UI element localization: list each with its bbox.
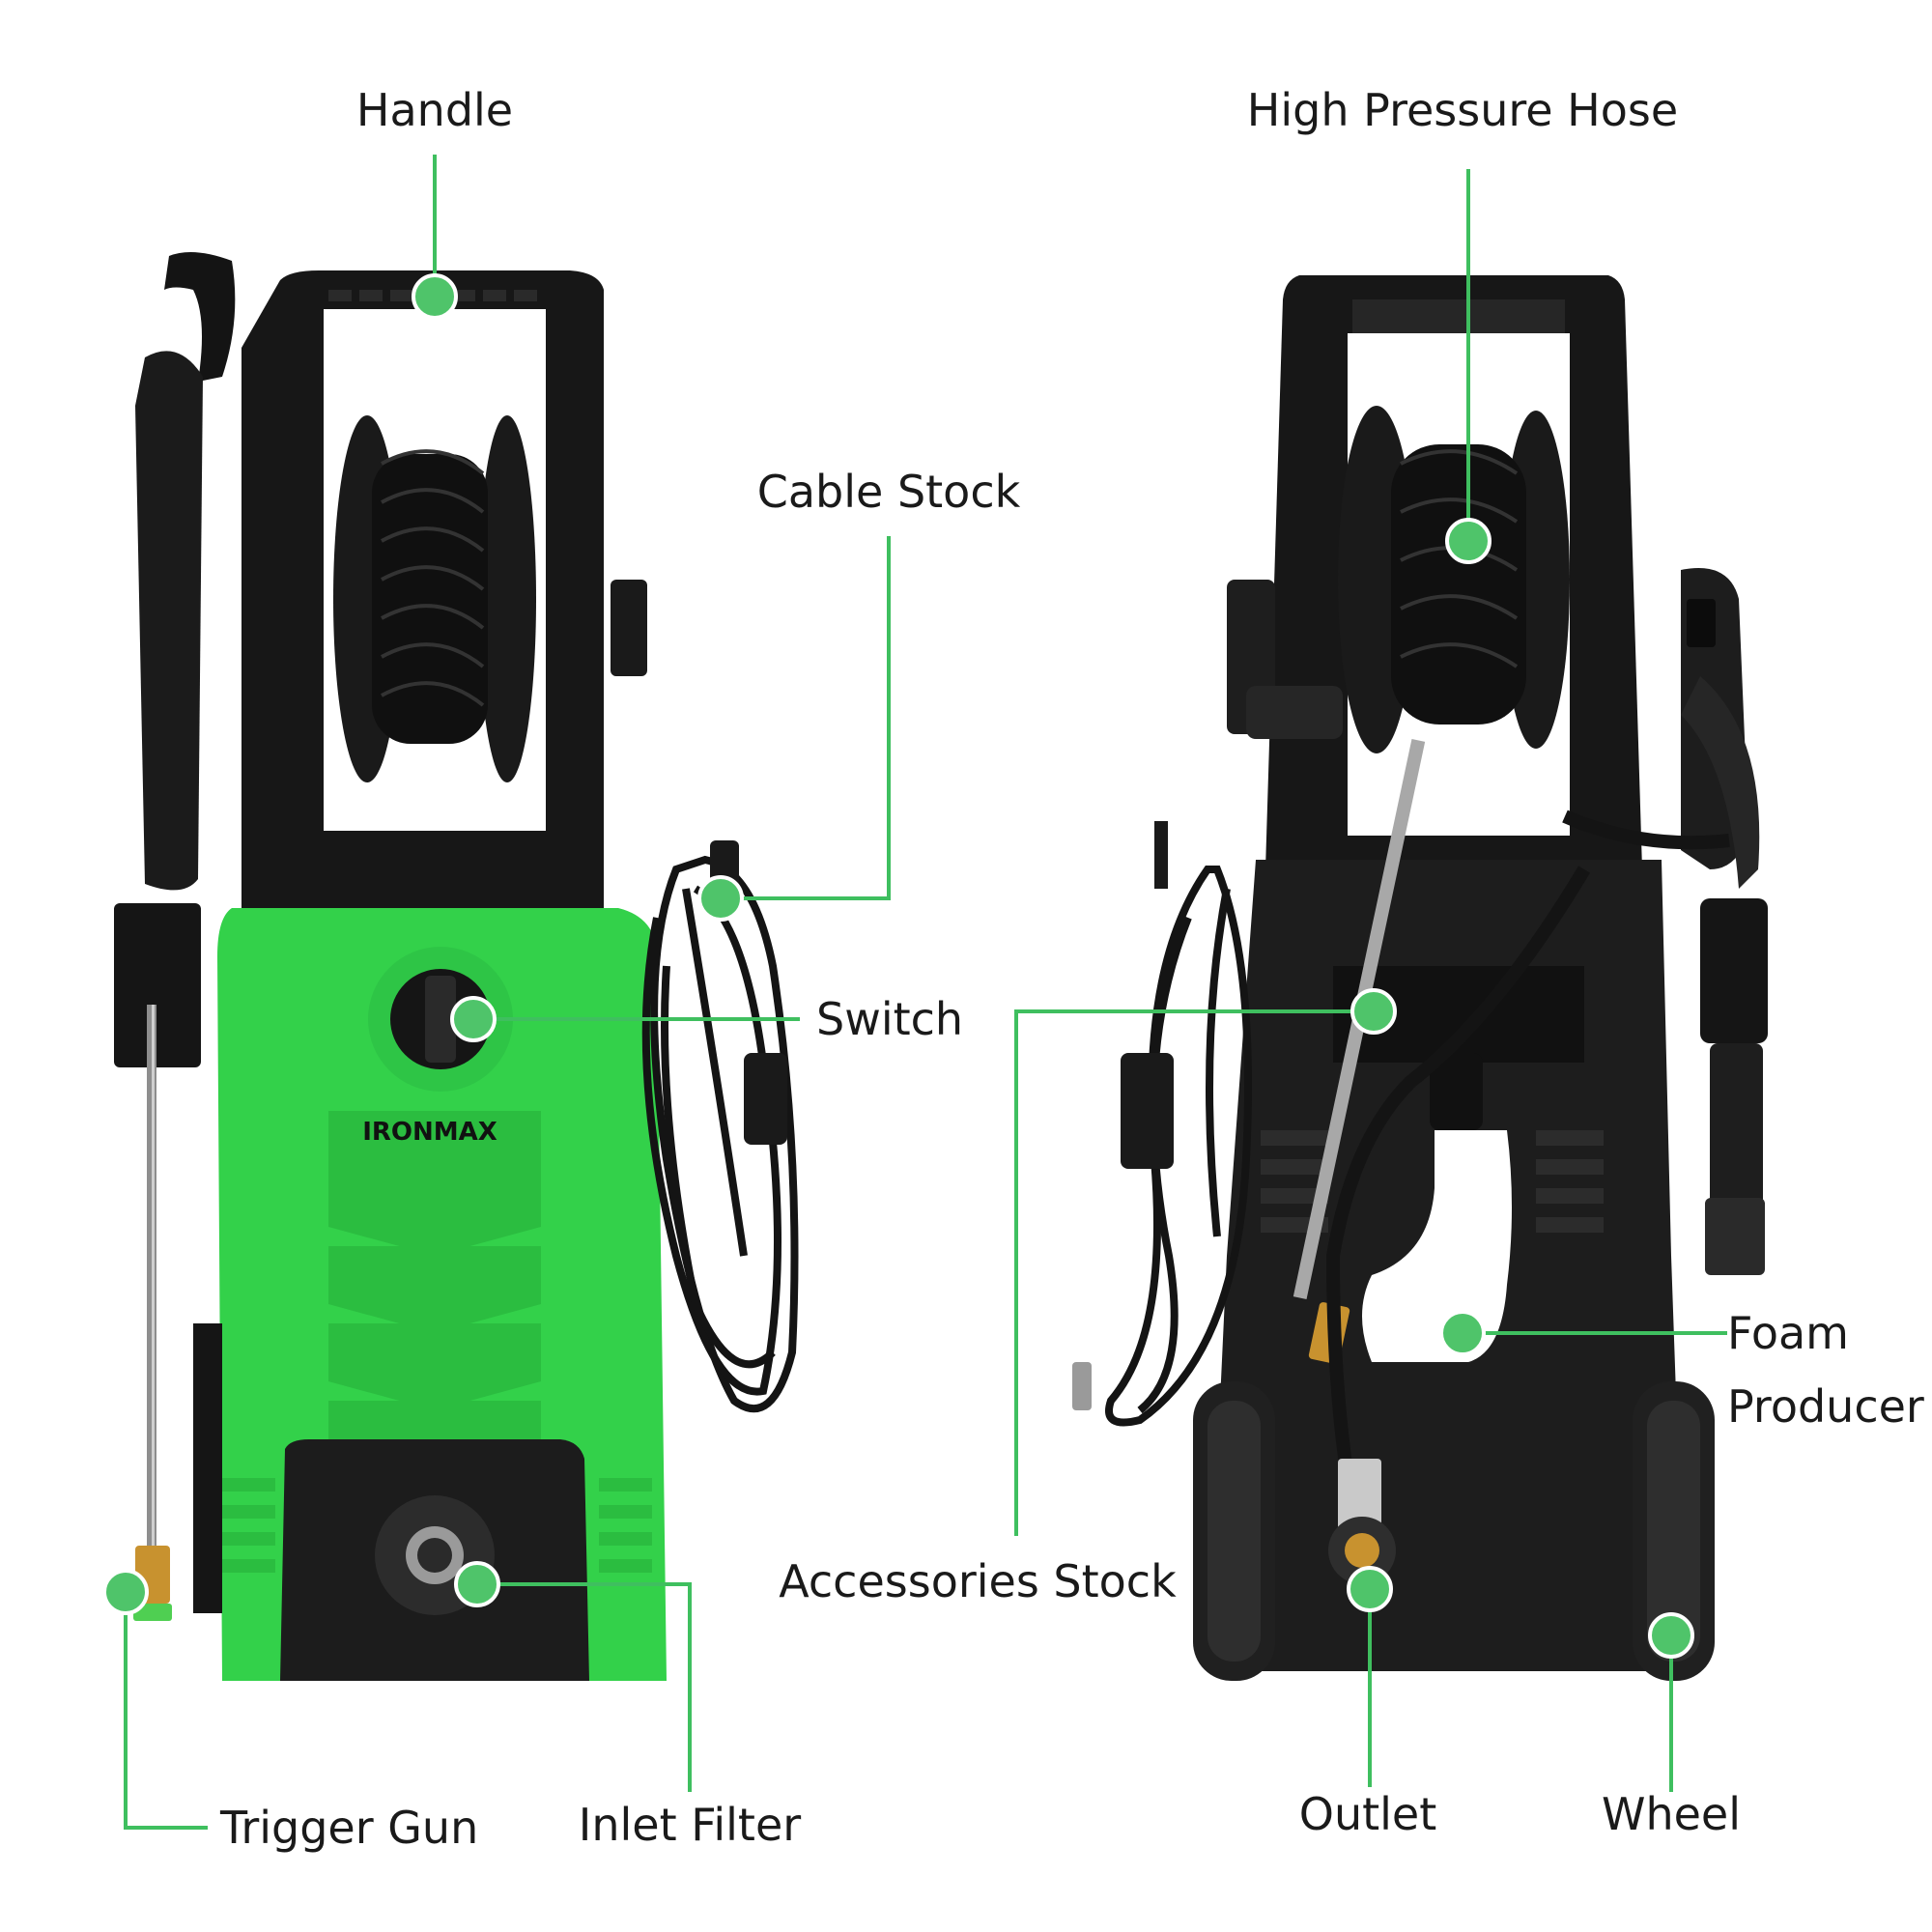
callout-dots	[102, 273, 1694, 1659]
label-outlet: Outlet	[1299, 1788, 1437, 1840]
inlet-filter-callout-dot	[454, 1561, 500, 1607]
accessories-stock-callout-dot	[1350, 988, 1397, 1035]
label-switch: Switch	[816, 993, 963, 1045]
back-wheels	[1193, 1381, 1715, 1681]
outlet-fitting	[1328, 1459, 1396, 1584]
front-hose-reel	[333, 415, 536, 782]
handle-callout-dot	[412, 273, 458, 320]
power-switch-knob	[368, 947, 513, 1092]
switch-callout-dot	[450, 996, 497, 1042]
label-accessories-stock: Accessories Stock	[779, 1555, 1177, 1607]
label-high-pressure-hose: High Pressure Hose	[1247, 84, 1678, 136]
wheel-callout-dot	[1648, 1612, 1694, 1659]
back-hose-reel	[1338, 406, 1570, 753]
cable-stock-callout-dot	[697, 875, 744, 922]
label-foam-producer-line2: Producer	[1727, 1380, 1924, 1433]
coiled-power-cable	[641, 855, 799, 1413]
spray-wand	[114, 252, 236, 1621]
back-trigger-gun	[1681, 568, 1768, 1275]
front-view-washer: IRONMAX	[114, 252, 799, 1681]
callout-leader-lines	[124, 155, 1727, 1830]
label-handle: Handle	[356, 84, 513, 136]
trigger-gun-callout-dot	[102, 1569, 149, 1615]
label-cable-stock: Cable Stock	[757, 466, 1021, 518]
brand-logo: IRONMAX	[362, 1118, 497, 1147]
label-wheel: Wheel	[1602, 1788, 1741, 1840]
high-pressure-hose-callout-dot	[1445, 518, 1492, 564]
foam-producer-callout-dot	[1439, 1310, 1486, 1356]
outlet-callout-dot	[1347, 1566, 1393, 1612]
foam-bottle	[1362, 1130, 1512, 1362]
back-view-washer	[1072, 275, 1768, 1681]
label-foam-producer-line1: Foam	[1727, 1307, 1849, 1359]
label-inlet-filter: Inlet Filter	[579, 1799, 801, 1851]
callout-labels: Handle Cable Stock Switch Trigger Gun In…	[219, 84, 1924, 1854]
label-trigger-gun: Trigger Gun	[219, 1802, 478, 1854]
